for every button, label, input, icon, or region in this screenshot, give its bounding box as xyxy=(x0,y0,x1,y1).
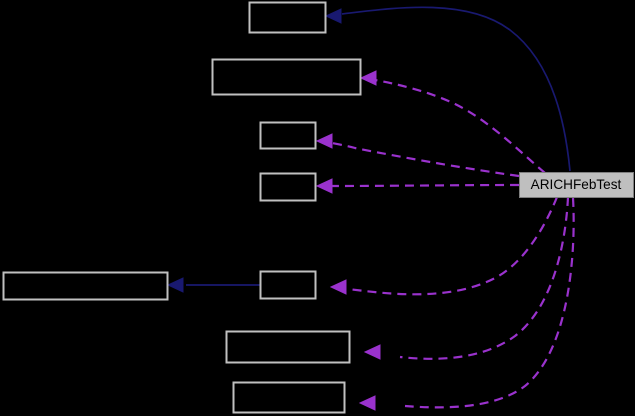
graph-node-node-small-b[interactable] xyxy=(259,172,317,202)
edge-path[interactable] xyxy=(341,6,571,172)
graph-edge-edge-to-top[interactable] xyxy=(324,6,571,172)
edge-arrowhead xyxy=(358,395,376,411)
node-box[interactable] xyxy=(211,58,362,96)
node-box[interactable] xyxy=(232,381,346,414)
edge-arrowhead xyxy=(166,277,184,293)
edge-arrowhead xyxy=(329,279,347,295)
edge-arrowhead xyxy=(315,133,333,149)
node-box[interactable] xyxy=(259,172,317,202)
edge-arrowhead xyxy=(315,178,333,194)
node-box[interactable] xyxy=(259,121,317,150)
edge-layer xyxy=(166,6,575,411)
edge-path[interactable] xyxy=(374,78,546,174)
node-box[interactable] xyxy=(259,270,317,300)
graph-node-node-arichfebtest[interactable]: ARICHFebTest xyxy=(519,172,634,198)
edge-arrowhead xyxy=(324,8,342,24)
graph-node-node-small-a[interactable] xyxy=(259,121,317,150)
graph-node-node-long-left[interactable] xyxy=(2,271,169,301)
graph-edge-edge-small-c-to-long-left[interactable] xyxy=(166,277,260,293)
graph-node-node-small-c[interactable] xyxy=(259,270,317,300)
node-box[interactable] xyxy=(519,172,634,198)
edge-path[interactable] xyxy=(399,196,570,360)
graph-edge-edge-to-small-a[interactable] xyxy=(315,133,520,178)
edge-path[interactable] xyxy=(331,183,520,188)
graph-edge-edge-to-wide-lower[interactable] xyxy=(363,196,570,360)
edge-path[interactable] xyxy=(347,196,559,296)
graph-edge-edge-to-wide-upper[interactable] xyxy=(359,70,546,174)
graph-node-node-wide-lower[interactable] xyxy=(225,330,351,364)
node-box[interactable] xyxy=(248,1,327,34)
graph-edge-edge-to-small-c[interactable] xyxy=(329,196,559,296)
graph-edge-edge-to-wide-bottom[interactable] xyxy=(358,197,575,411)
node-label: ARICHFebTest xyxy=(531,177,622,192)
graph-edge-edge-to-small-b[interactable] xyxy=(315,178,520,194)
edge-arrowhead xyxy=(359,70,377,86)
node-box[interactable] xyxy=(2,271,169,301)
edge-path[interactable] xyxy=(331,141,520,178)
node-box[interactable] xyxy=(225,330,351,364)
edge-path[interactable] xyxy=(404,197,575,409)
edge-arrowhead xyxy=(363,344,381,360)
graph-node-node-wide-bottom[interactable] xyxy=(232,381,346,414)
graph-node-node-wide-upper[interactable] xyxy=(211,58,362,96)
graph-node-node-top[interactable] xyxy=(248,1,327,34)
